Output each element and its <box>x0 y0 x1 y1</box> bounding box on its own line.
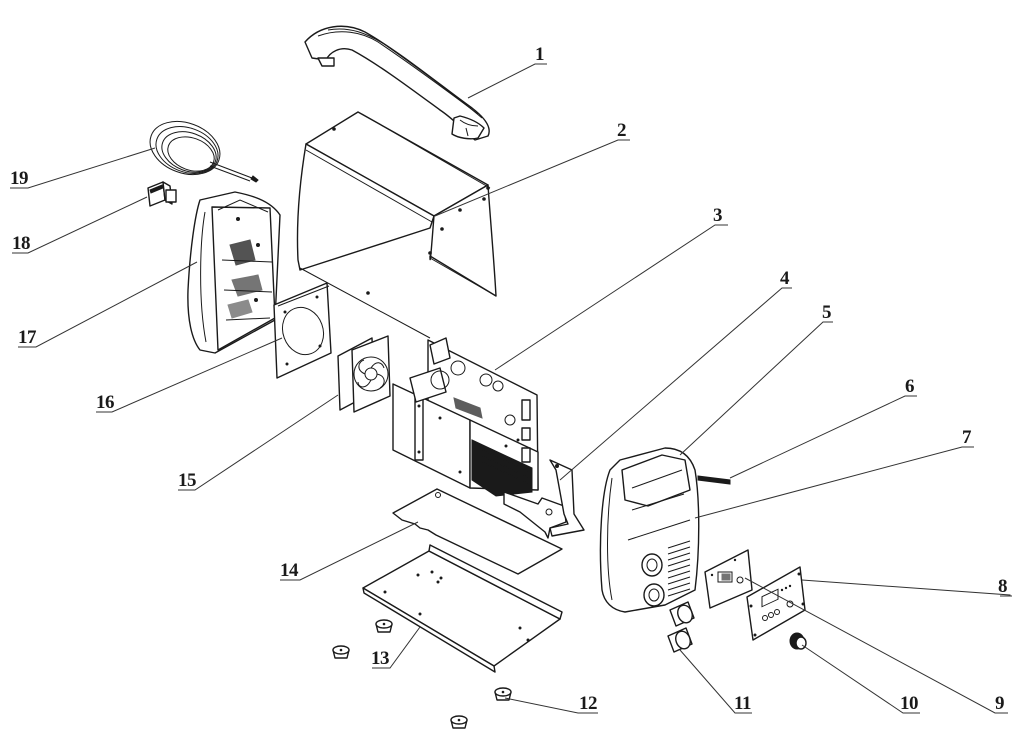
callout-3: 3 <box>713 205 722 226</box>
leader-6 <box>729 395 917 479</box>
callout-17: 17 <box>18 327 37 348</box>
leader-8 <box>801 579 1011 596</box>
callout-14: 14 <box>280 560 299 581</box>
callout-4: 4 <box>780 268 790 289</box>
wire-lead-part <box>697 475 731 485</box>
leader-16 <box>96 337 283 413</box>
leader-5 <box>679 321 833 456</box>
handle-part <box>304 25 490 141</box>
cooling-fan-part <box>337 335 391 413</box>
control-panel-plate-part <box>746 566 806 641</box>
front-panel-part <box>599 447 700 613</box>
power-cable-part <box>149 120 259 183</box>
rubber-foot <box>375 619 393 633</box>
front-panel-grille <box>667 540 691 597</box>
leader-12 <box>504 697 598 714</box>
rubber-foot <box>450 715 468 729</box>
callout-16: 16 <box>96 392 114 413</box>
leader-3 <box>494 224 728 371</box>
power-switch-part <box>147 181 177 207</box>
leader-19 <box>10 147 156 189</box>
callout-9: 9 <box>995 693 1004 714</box>
leader-1 <box>467 63 547 99</box>
rubber-foot <box>332 645 350 659</box>
leader-7 <box>694 446 974 519</box>
callout-7: 7 <box>962 427 972 448</box>
leader-14 <box>280 521 419 581</box>
leader-15 <box>178 394 339 491</box>
output-sockets-part <box>667 601 695 653</box>
leader-18 <box>12 196 148 254</box>
callout-19: 19 <box>10 168 28 189</box>
base-plate-part <box>362 544 563 673</box>
callout-5: 5 <box>822 302 831 323</box>
callout-13: 13 <box>371 648 389 669</box>
callout-15: 15 <box>178 470 196 491</box>
main-pcb-part <box>392 337 539 497</box>
callout-12: 12 <box>579 693 597 714</box>
callout-6: 6 <box>905 376 914 397</box>
fan-bracket-part <box>273 282 332 379</box>
leader-lines <box>10 63 1012 714</box>
rear-panel-part <box>187 191 281 354</box>
leader-2 <box>434 139 630 217</box>
leader-10 <box>801 644 920 714</box>
leader-11 <box>679 649 752 714</box>
callout-11: 11 <box>734 693 751 714</box>
insulation-sheet-part <box>392 488 563 575</box>
callout-2: 2 <box>617 120 626 141</box>
top-cover-part <box>296 111 497 339</box>
callout-8: 8 <box>998 576 1007 597</box>
leader-17 <box>18 261 198 348</box>
leader-4 <box>559 287 792 481</box>
callout-18: 18 <box>12 233 30 254</box>
leader-9 <box>744 577 1008 714</box>
callout-1: 1 <box>535 44 544 65</box>
callout-labels: 1 2 3 4 5 6 7 8 9 10 11 12 13 14 15 16 1… <box>10 44 1008 714</box>
callout-10: 10 <box>900 693 918 714</box>
rubber-foot <box>494 687 512 701</box>
control-pcb-part <box>704 549 753 609</box>
output-busbar-part <box>503 459 585 539</box>
leader-13 <box>372 626 421 669</box>
